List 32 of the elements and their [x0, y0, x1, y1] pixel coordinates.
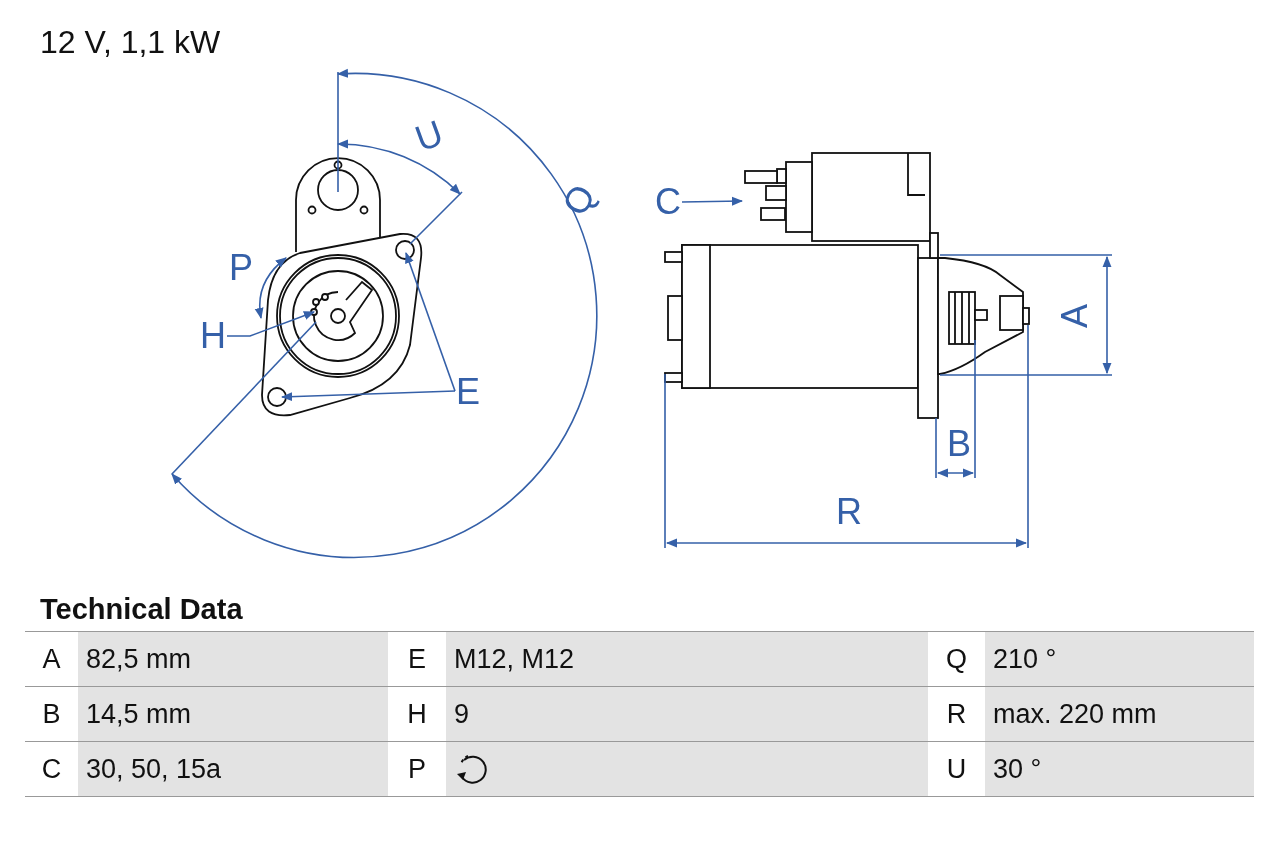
dimension-label: Q [554, 177, 604, 223]
arrow [681, 196, 744, 206]
table-cell-text: A [41, 642, 62, 676]
table-cell: 30 ° [985, 742, 1254, 796]
dimension-label: B [946, 424, 972, 464]
callout-letter: E [455, 372, 481, 412]
dimension-label: P [228, 248, 254, 288]
table-cell-text: U [945, 752, 968, 786]
dimension-label: R [835, 492, 863, 532]
table-cell-text: P [407, 752, 427, 786]
table-cell: 9 [446, 687, 928, 741]
table-cell-text: B [41, 697, 62, 731]
section-heading: Technical Data [40, 592, 243, 627]
table-cell: max. 220 mm [985, 687, 1254, 741]
leader-line [280, 390, 456, 402]
table-cell: M12, M12 [446, 632, 928, 686]
leader-line [226, 311, 316, 337]
dimension-label: A [1055, 303, 1095, 330]
table-cell: 14,5 mm [78, 687, 388, 741]
table-cell: 82,5 mm [78, 632, 388, 686]
table-cell-text: E [407, 642, 427, 676]
table-cell-text: Q [945, 642, 968, 676]
table-cell: 210 ° [985, 632, 1254, 686]
table-cell-text: R [945, 697, 968, 731]
table-cell: 30, 50, 15a [78, 742, 388, 796]
table-cell-text: C [40, 752, 63, 786]
title: 12 V, 1,1 kW [40, 23, 221, 62]
leader-line [405, 251, 456, 392]
callout-letter: H [199, 316, 227, 356]
dimension-label: U [408, 112, 450, 160]
table-cell-text: H [406, 697, 428, 731]
callout-letter: C [654, 182, 682, 222]
